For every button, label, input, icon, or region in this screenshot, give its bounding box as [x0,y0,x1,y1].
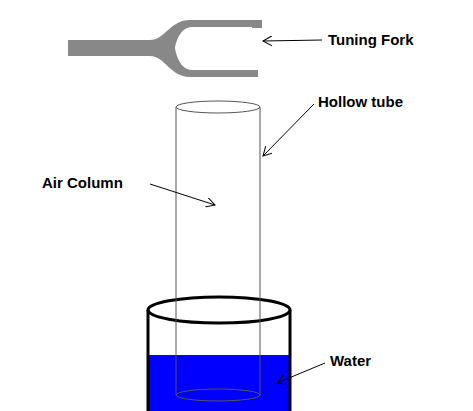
leader-arrow [150,184,215,205]
air-column-label: Air Column [42,174,123,192]
beaker-wall [289,310,292,411]
beaker-wall [147,310,150,411]
beaker-rim [148,297,290,323]
water-label: Water [330,352,371,370]
tube-label: Hollow tube [318,93,403,111]
fork-handle [68,40,154,56]
leader-arrow [263,40,322,41]
tube-wall [260,107,261,395]
fork-label: Tuning Fork [328,31,414,49]
leader-arrow [277,363,325,383]
tube-top [176,101,260,113]
leader-arrow [263,104,314,156]
tube-bottom [176,389,260,401]
water-fill [148,355,290,411]
tube-wall [176,107,177,395]
fork-tip [252,20,262,28]
fork-prongs [150,20,258,77]
